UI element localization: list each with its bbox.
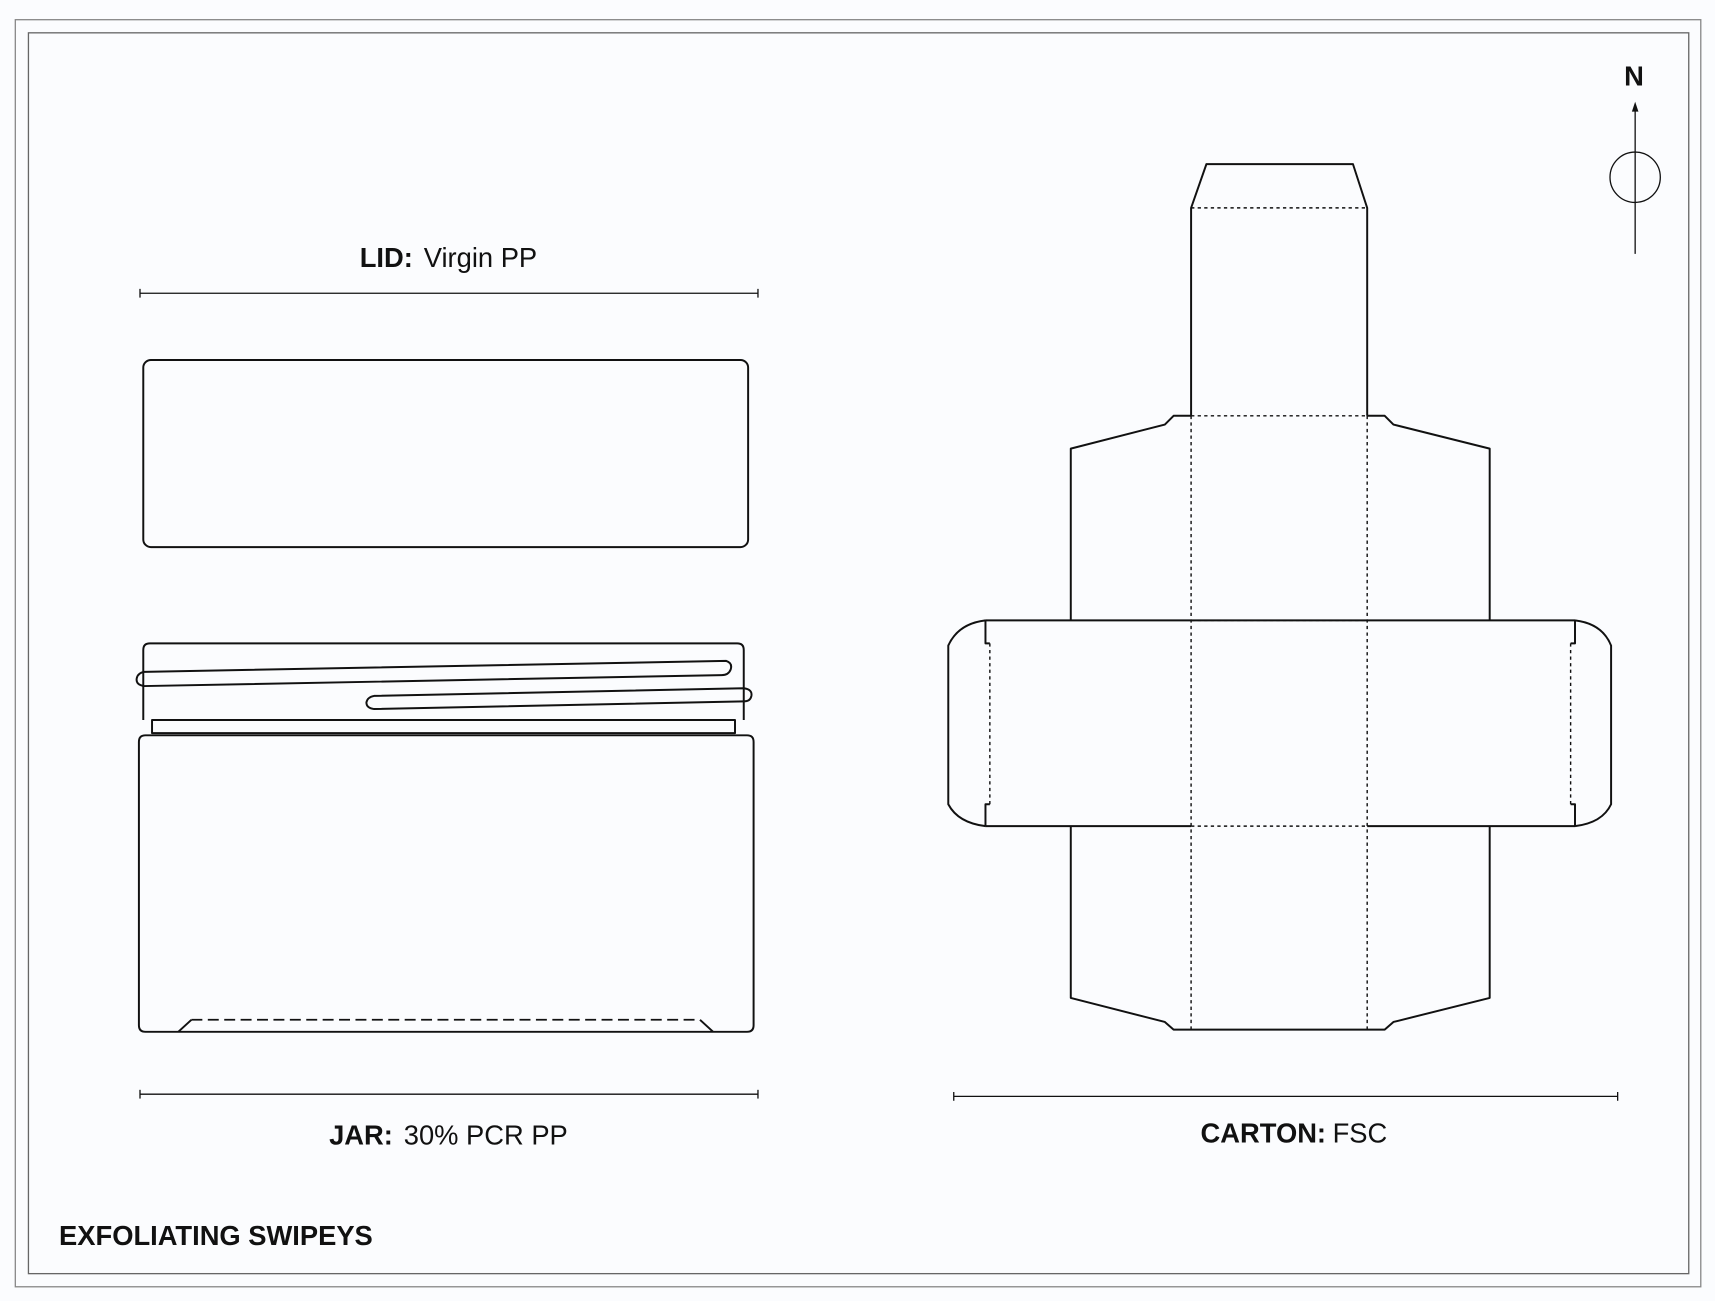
lid-shape: [142, 359, 750, 549]
jar-shape: [135, 642, 755, 1033]
outer-border: [14, 19, 1702, 1288]
carton-dimension-line: [953, 1092, 1619, 1101]
north-arrow-icon: N: [1609, 60, 1661, 254]
north-label: N: [1624, 60, 1644, 91]
carton-dieline: [947, 163, 1613, 1031]
jar-group: JAR:30% PCR PP: [139, 1089, 759, 1151]
jar-dimension-line: [139, 1089, 759, 1099]
lid-group: LID:Virgin PP: [139, 242, 759, 549]
jar-label: JAR:30% PCR PP: [329, 1120, 568, 1151]
lid-dimension-line: [139, 288, 759, 298]
inner-border: [27, 32, 1690, 1275]
product-title: EXFOLIATING SWIPEYS: [59, 1220, 373, 1251]
lid-label: LID:Virgin PP: [360, 242, 537, 273]
carton-label: CARTON:FSC: [1201, 1117, 1388, 1148]
carton-group: CARTON:FSC: [953, 1092, 1619, 1148]
